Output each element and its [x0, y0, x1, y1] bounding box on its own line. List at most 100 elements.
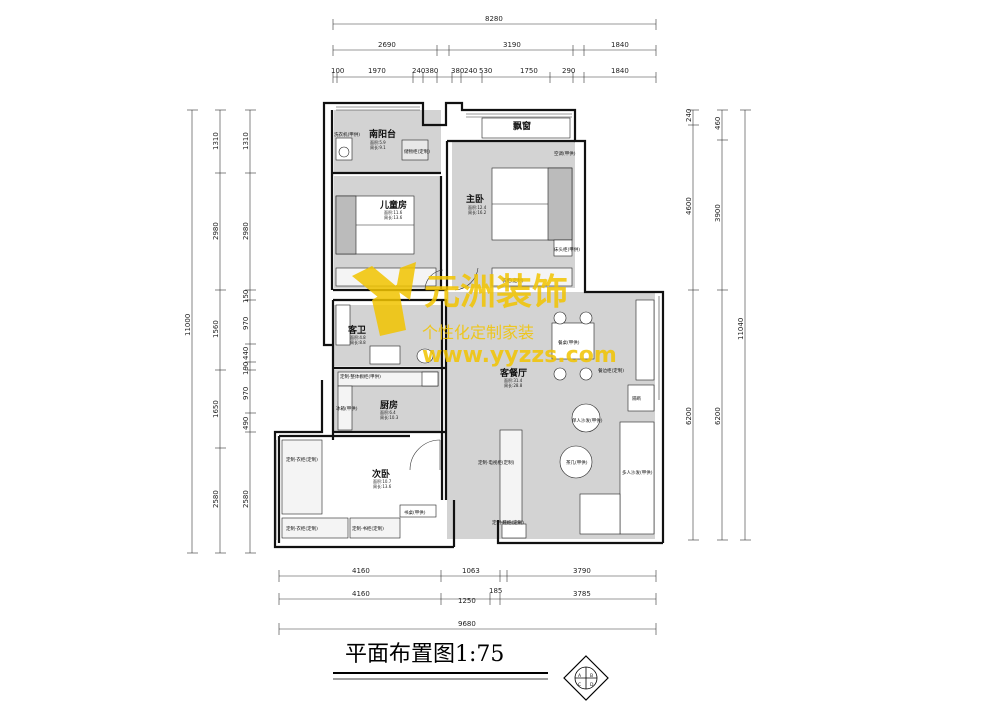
dim-top-detail-10: 1840 — [611, 67, 629, 75]
living-dining-area: 面积:31.4 — [504, 377, 523, 383]
dim-bottom-row1-1: 4160 — [352, 567, 370, 575]
dim-top-detail-5: 380 — [451, 67, 464, 75]
second-desk — [399, 504, 437, 518]
label-master-wardrobe: 衣柜(定制) — [502, 277, 524, 284]
kids-room-area: 面积:11.6 — [384, 209, 403, 215]
dim-bottom-row2-4: 3785 — [573, 590, 591, 598]
label-shoe-cabinet: 定制·鞋柜(定制) — [492, 519, 524, 526]
dim-left-outer-1: 1310 — [212, 132, 220, 150]
label-single-sofa: 单人沙发(甲供) — [572, 417, 603, 424]
dim-top-mid-1: 2690 — [378, 41, 396, 49]
living-dining-perimeter: 周长:28.8 — [504, 382, 523, 388]
dim-top-detail-9: 290 — [562, 67, 575, 75]
label-desk: 书桌(甲供) — [404, 509, 426, 516]
label-master-bedroom: 主卧 — [466, 193, 484, 205]
watermark-url: www.yyzzs.com — [422, 343, 617, 368]
partition — [627, 384, 655, 412]
compass-d: D — [590, 682, 594, 688]
dim-left-outer-3: 1560 — [212, 320, 220, 338]
watermark-slogan: 个性化定制家装 — [422, 323, 534, 342]
dim-top-mid-2: 3190 — [503, 41, 521, 49]
shoe-cabinet — [501, 523, 527, 539]
second-bedroom-area: 面积:10.7 — [373, 478, 392, 484]
doors — [409, 267, 479, 471]
single-sofa — [571, 403, 601, 433]
dim-top-detail-3: 240 — [412, 67, 425, 75]
dim-right-total: 11040 — [737, 318, 745, 340]
dim-top-detail-1: 100 — [331, 67, 344, 75]
label-storage: 储物柜(定制) — [404, 148, 430, 155]
dimension-bottom — [278, 570, 657, 635]
label-partition: 隔断 — [632, 395, 641, 402]
dimension-right-labels: 11040 240 4600 6200 460 3900 6200 — [685, 109, 745, 425]
storage-cabinet — [401, 139, 429, 161]
label-fridge: 冰箱(甲供) — [336, 405, 358, 412]
drawing-title: 平面布置图1:75 — [345, 642, 504, 667]
walls — [273, 101, 665, 549]
label-washer: 洗衣机(甲供) — [334, 131, 360, 138]
label-multi-sofa: 多人沙发(甲供) — [622, 469, 653, 476]
dimension-right — [688, 109, 751, 541]
south-balcony-area: 面积:5.9 — [370, 139, 386, 145]
second-bed-area — [281, 439, 323, 515]
multi-sofa — [619, 421, 655, 535]
guest-bath-perimeter: 周长:8.8 — [350, 339, 366, 345]
compass-b: B — [590, 673, 593, 679]
label-custom-cabinet: 定制·整体橱柜(甲供) — [340, 373, 381, 380]
nightstand — [553, 239, 573, 257]
dim-top-total: 8280 — [485, 15, 503, 23]
dimension-top — [332, 19, 657, 83]
kids-room-perimeter: 周长:13.6 — [384, 214, 403, 220]
tv-cabinet — [499, 429, 523, 523]
dim-top-detail-6: 240 — [464, 67, 477, 75]
second-bedroom-perimeter: 周长:13.6 — [373, 483, 392, 489]
dim-left-inner-4: 970 — [242, 317, 250, 330]
book-shelf — [349, 517, 401, 539]
dim-bottom-row2-1: 4160 — [352, 590, 370, 598]
master-bedroom-area: 面积:12.4 — [468, 204, 487, 210]
washer — [335, 137, 353, 161]
dim-right-inner-1: 460 — [714, 117, 722, 130]
label-living-dining: 客餐厅 — [499, 367, 527, 379]
dim-left-inner-2: 2980 — [242, 222, 250, 240]
master-wardrobe — [491, 267, 573, 287]
dim-bottom-total: 9680 — [458, 620, 476, 628]
dim-left-inner-5: 440 — [242, 347, 250, 360]
dim-left-inner-9: 2580 — [242, 490, 250, 508]
dim-top-detail-8: 1750 — [520, 67, 538, 75]
kitchen-perimeter: 周长:10.3 — [380, 414, 399, 420]
dim-left-outer-5: 2580 — [212, 490, 220, 508]
dim-bottom-row1-2: 1063 — [462, 567, 480, 575]
kitchen-area: 面积:6.4 — [380, 409, 396, 415]
dim-right-outer-2: 4600 — [685, 197, 693, 215]
watermark-brand: 元洲装饰 — [424, 272, 568, 313]
brand-logo-icon — [352, 262, 416, 336]
dining-cabinet — [635, 299, 655, 381]
master-bedroom-perimeter: 周长:16.2 — [468, 209, 487, 215]
brand-watermark: 元洲装饰 个性化定制家装 www.yyzzs.com — [352, 262, 617, 368]
shower-area — [335, 304, 351, 346]
label-wardrobe-second: 定制·衣柜(定制) — [286, 456, 318, 463]
dim-left-inner-3: 150 — [242, 290, 250, 303]
label-coffee-table: 茶几(甲供) — [566, 459, 588, 466]
dim-left-total: 11000 — [184, 314, 192, 336]
dim-top-detail-7: 530 — [479, 67, 492, 75]
dim-top-detail-4: 380 — [425, 67, 438, 75]
guest-bath-area: 面积:4.8 — [350, 334, 366, 340]
dining-table — [551, 322, 595, 360]
second-wardrobe — [281, 517, 349, 539]
dim-right-outer-3: 6200 — [685, 407, 693, 425]
coffee-table — [559, 445, 593, 479]
dim-top-detail-2: 1970 — [368, 67, 386, 75]
dim-left-outer-2: 2980 — [212, 222, 220, 240]
fridge — [421, 371, 439, 387]
compass-c: C — [578, 682, 581, 688]
vanity — [369, 345, 401, 365]
label-kitchen: 厨房 — [380, 399, 398, 411]
dim-top-mid-3: 1840 — [611, 41, 629, 49]
dim-left-inner-1: 1310 — [242, 132, 250, 150]
room-labels: 南阳台 面积:5.9 周长:9.1 儿童房 面积:11.6 周长:13.6 主卧… — [347, 120, 531, 489]
label-bay-window: 飘窗 — [513, 120, 531, 132]
dimension-left-labels: 11000 1310 2980 1560 1650 2580 1310 2980… — [184, 132, 250, 508]
